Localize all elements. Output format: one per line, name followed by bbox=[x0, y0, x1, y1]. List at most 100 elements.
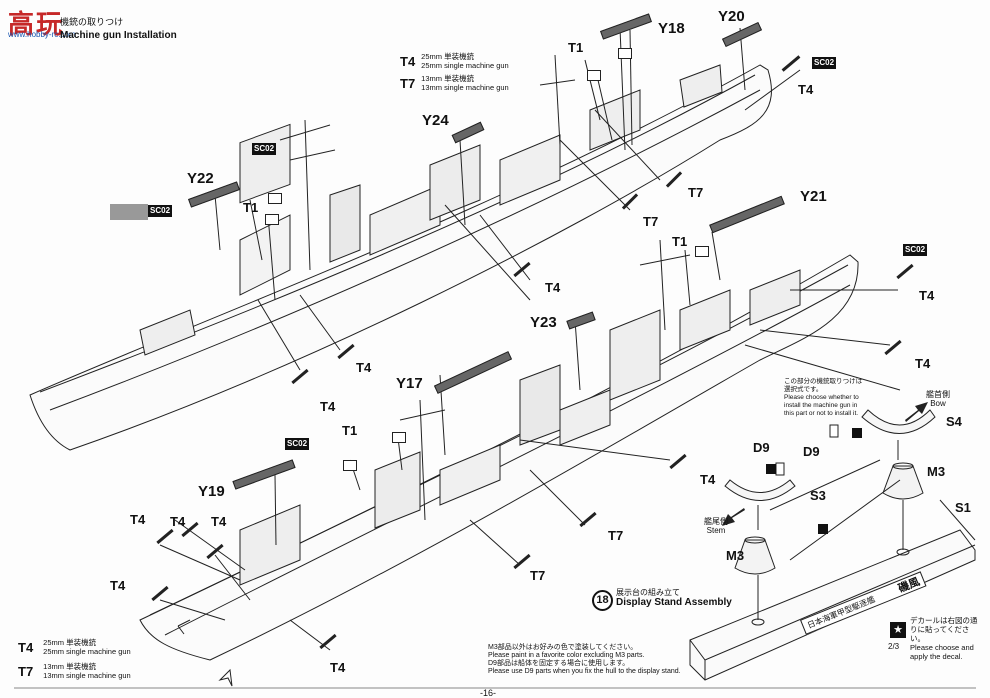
label-t4: T4 bbox=[798, 82, 814, 97]
label-t4: T4 bbox=[915, 356, 931, 371]
stern-jp: 艦尾側 bbox=[704, 517, 728, 526]
label-m3: M3 bbox=[927, 464, 946, 479]
label-t7: T7 bbox=[608, 528, 624, 543]
label-t4: T4 bbox=[110, 578, 126, 593]
label-y21: Y21 bbox=[800, 188, 827, 205]
part-t1-block bbox=[343, 460, 357, 471]
decal-note: デカールは右図の通りに貼ってください。 Please choose and ap… bbox=[910, 616, 982, 661]
label-t1: T1 bbox=[342, 423, 358, 438]
label-y22: Y22 bbox=[187, 170, 214, 187]
legend-code: T4 bbox=[18, 639, 34, 655]
bow-en: Bow bbox=[930, 399, 946, 408]
label-y17: Y17 bbox=[396, 375, 423, 392]
label-t1: T1 bbox=[672, 234, 688, 249]
label-y18: Y18 bbox=[658, 20, 685, 37]
watermark-site: www.hobby-rc.com bbox=[8, 30, 76, 39]
label-d9: D9 bbox=[803, 444, 820, 459]
legend-jp: 13mm 単装機銃 bbox=[43, 662, 97, 671]
label-d9: D9 bbox=[753, 440, 770, 455]
part-t1-block bbox=[695, 246, 709, 257]
step-title: 展示台の組み立て Display Stand Assembly bbox=[616, 588, 732, 608]
paint-note: M3部品以外はお好みの色で塗装してください。 Please paint in a… bbox=[488, 644, 681, 676]
decal-icon bbox=[852, 428, 862, 438]
part-t1-block bbox=[268, 193, 282, 204]
optional-mg-note-en: Please choose whether to install the mac… bbox=[784, 394, 859, 417]
label-y24: Y24 bbox=[422, 112, 449, 129]
badge-sc02: SC02 bbox=[903, 244, 928, 256]
legend-code: T4 bbox=[400, 53, 416, 69]
watermark-logo: 高玩 bbox=[8, 9, 65, 39]
label-t1: T1 bbox=[568, 40, 584, 55]
label-t4: T4 bbox=[545, 280, 561, 295]
decal-icon bbox=[766, 464, 776, 474]
label-m3: M3 bbox=[726, 548, 745, 563]
legend-en: 13mm single machine gun bbox=[421, 83, 509, 92]
decal-ref: 2/3 bbox=[888, 642, 900, 651]
page-number: -16- bbox=[480, 688, 497, 698]
legend-jp: 25mm 単装機銃 bbox=[43, 638, 97, 647]
step-title-en: Display Stand Assembly bbox=[616, 597, 732, 608]
badge-sc02: SC02 bbox=[285, 438, 310, 450]
label-t4: T4 bbox=[320, 399, 336, 414]
paint-note-en1: Please paint in a favorite color excludi… bbox=[488, 652, 645, 659]
label-t7: T7 bbox=[643, 214, 659, 229]
legend-code: T7 bbox=[18, 663, 34, 679]
badge-sc02: SC02 bbox=[812, 57, 837, 69]
part-t1-block bbox=[265, 214, 279, 225]
legend-en: 25mm single machine gun bbox=[43, 647, 131, 656]
badge-sc02: SC02 bbox=[252, 143, 277, 155]
label-t1: T1 bbox=[243, 200, 259, 215]
label-y20: Y20 bbox=[718, 8, 745, 25]
part-t1-block bbox=[618, 48, 632, 59]
label-t4: T4 bbox=[330, 660, 346, 675]
part-t1-block bbox=[392, 432, 406, 443]
legend-en: 13mm single machine gun bbox=[43, 671, 131, 680]
paint-note-jp2: D9部品は船体を固定する場合に使用します。 bbox=[488, 660, 630, 667]
label-y23: Y23 bbox=[530, 314, 557, 331]
optional-mg-note: この部分の機銃取りつけは選択式です。 Please choose whether… bbox=[784, 378, 866, 418]
step-title-jp: 展示台の組み立て bbox=[616, 588, 680, 597]
label-t4: T4 bbox=[919, 288, 935, 303]
label-t7: T7 bbox=[688, 185, 704, 200]
decal-icon bbox=[818, 524, 828, 534]
label-t4: T4 bbox=[700, 472, 716, 487]
label-s4: S4 bbox=[946, 414, 962, 429]
legend-code: T7 bbox=[400, 75, 416, 91]
label-t7: T7 bbox=[530, 568, 546, 583]
decal-note-en: Please choose and apply the decal. bbox=[910, 643, 974, 661]
bow-jp: 艦首側 bbox=[926, 390, 950, 399]
legend-jp: 13mm 単装機銃 bbox=[421, 74, 475, 83]
legend-en: 25mm single machine gun bbox=[421, 61, 509, 70]
label-t4: T4 bbox=[130, 512, 146, 527]
header-jp: 機銃の取りつけ bbox=[60, 17, 124, 27]
label-t4: T4 bbox=[211, 514, 227, 529]
stern-en: Stem bbox=[706, 526, 726, 535]
label-t4: T4 bbox=[170, 514, 186, 529]
paint-note-en2: Please use D9 parts when you fix the hul… bbox=[488, 668, 681, 675]
label-y19: Y19 bbox=[198, 483, 225, 500]
decal-note-jp: デカールは右図の通りに貼ってください。 bbox=[910, 616, 978, 643]
header-en: Machine gun Installation bbox=[60, 30, 177, 41]
optional-mg-note-jp: この部分の機銃取りつけは選択式です。 bbox=[784, 378, 863, 393]
legend-jp: 25mm 単装機銃 bbox=[421, 52, 475, 61]
label-t4: T4 bbox=[356, 360, 372, 375]
paint-note-jp1: M3部品以外はお好みの色で塗装してください。 bbox=[488, 644, 638, 651]
decal-swatch-sc02 bbox=[110, 204, 148, 220]
decal-star-icon: ★ bbox=[890, 622, 906, 638]
label-s1: S1 bbox=[955, 500, 971, 515]
badge-sc02: SC02 bbox=[148, 205, 173, 217]
label-s3: S3 bbox=[810, 488, 826, 503]
part-t1-block bbox=[587, 70, 601, 81]
